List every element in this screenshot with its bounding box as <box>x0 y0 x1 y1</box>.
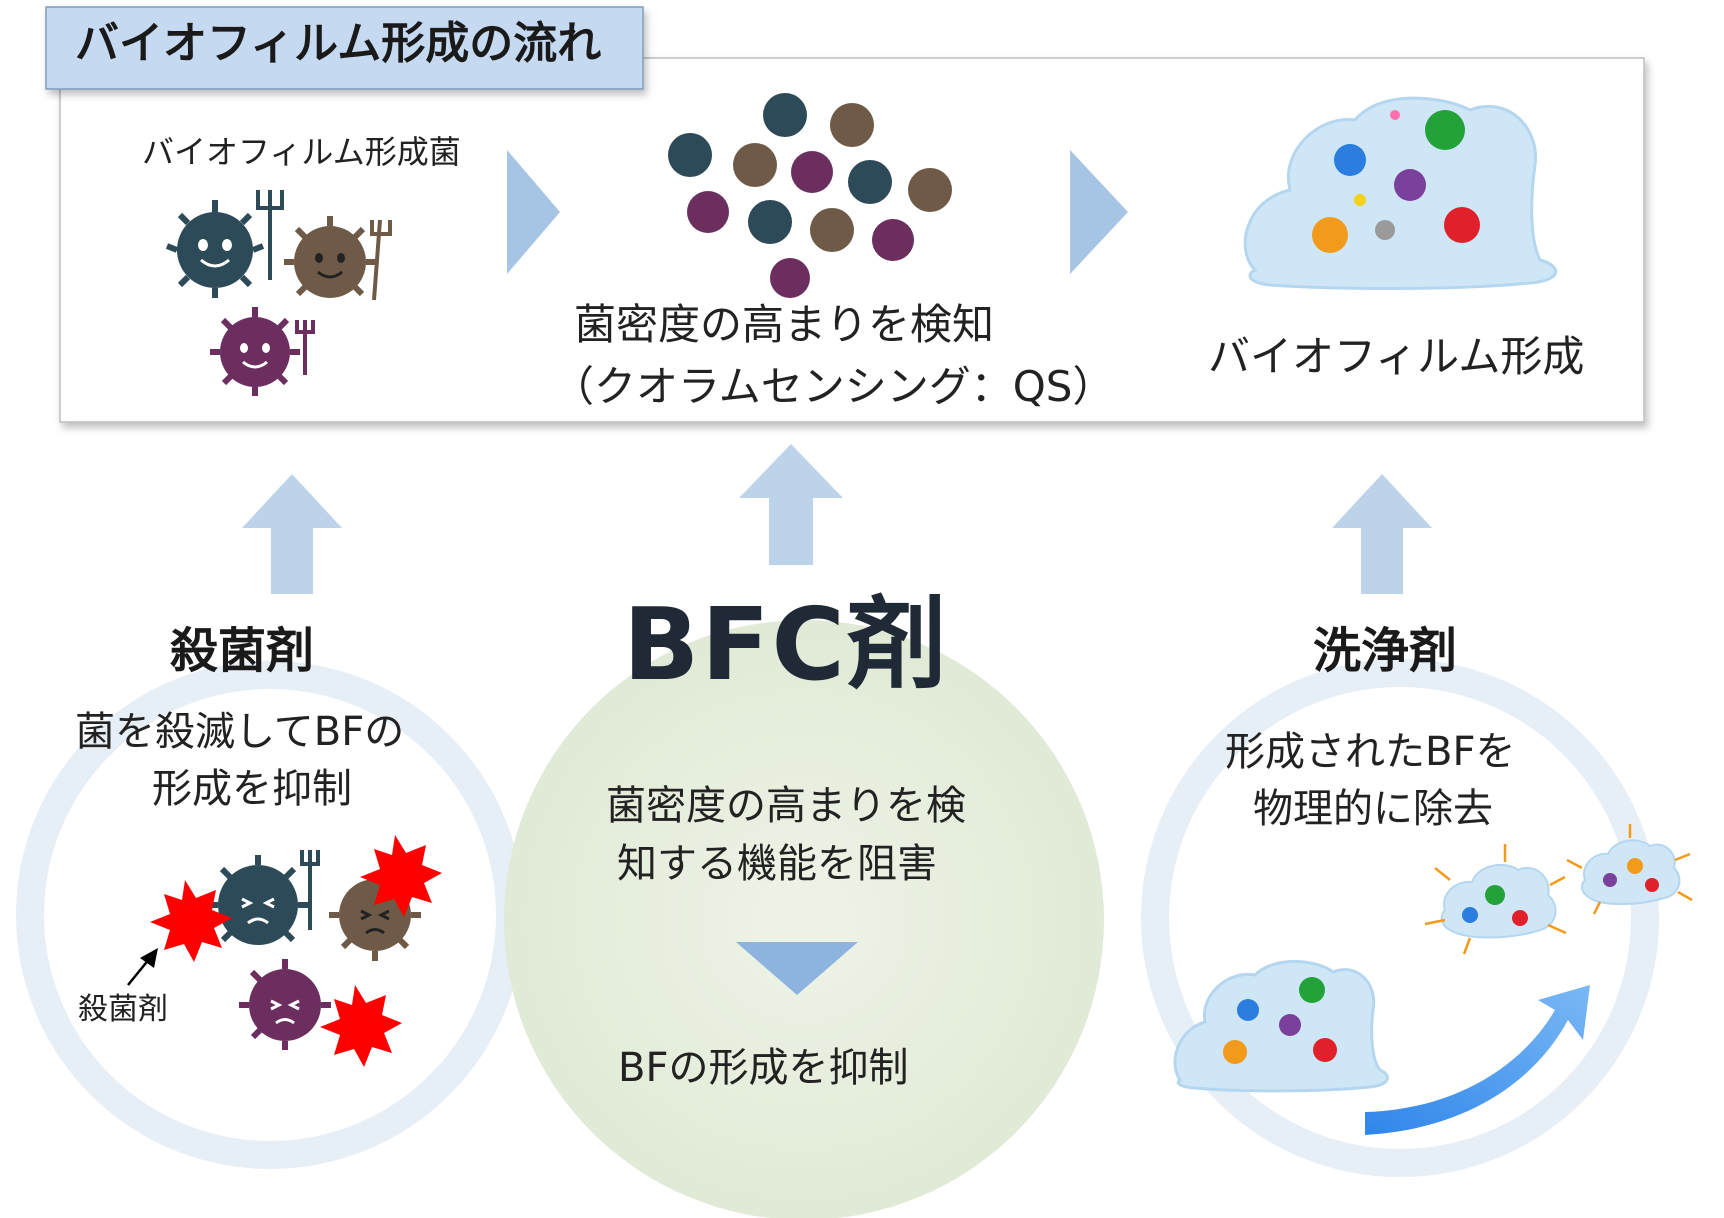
bactericide-desc-line2: 形成を抑制 <box>152 766 352 812</box>
bfc-down-arrow <box>736 942 858 995</box>
diagram-title: バイオフィルム形成の流れ <box>75 18 602 69</box>
bfc-result: BFの形成を抑制 <box>618 1045 909 1091</box>
germ-dark-1 <box>165 200 265 298</box>
germ-purple-1 <box>210 307 300 396</box>
detergent-heading: 洗浄剤 <box>1313 623 1458 679</box>
stage3-label: バイオフィルム形成 <box>1208 332 1585 381</box>
burst-2 <box>360 835 442 917</box>
curved-arrow <box>1365 985 1590 1135</box>
microbe-gray <box>1375 220 1395 240</box>
bfc-circle <box>504 620 1104 1218</box>
germ-brown-1 <box>284 216 376 298</box>
bactericide-heading: 殺菌剤 <box>170 623 315 679</box>
trident-1 <box>256 190 284 280</box>
germ-purple-sad <box>239 959 331 1050</box>
trident-3 <box>295 320 315 375</box>
microbe-pink <box>1390 110 1400 120</box>
burst-1 <box>150 880 232 962</box>
microbe-red <box>1444 207 1480 243</box>
microbe-orange <box>1312 217 1348 253</box>
flow-arrow-2 <box>1070 150 1128 274</box>
trident-2 <box>370 219 392 301</box>
bactericide-desc-line1: 菌を殺滅してBFの <box>75 709 405 755</box>
microbe-blue <box>1334 144 1366 176</box>
burst-3 <box>320 985 402 1067</box>
bfc-heading: BFC剤 <box>623 586 949 703</box>
microbe-purple <box>1394 169 1426 201</box>
up-arrow-right <box>1332 474 1432 594</box>
title-tab <box>45 6 644 90</box>
bfc-desc-line1: 菌密度の高まりを検 <box>606 783 966 829</box>
detergent-desc-line1: 形成されたBFを <box>1225 729 1516 775</box>
detergent-ring <box>1141 659 1659 1177</box>
bfc-desc-line2: 知する機能を阻害 <box>617 841 937 887</box>
up-arrow-center <box>739 444 843 565</box>
microbe-yellow <box>1354 194 1366 206</box>
stage2-label-line1: 菌密度の高まりを検知 <box>574 300 995 349</box>
germ-dark-sad <box>208 855 308 945</box>
pointer-arrowhead <box>140 948 158 968</box>
trident-sad <box>300 850 320 930</box>
stage1-label: バイオフィルム形成菌 <box>142 133 461 171</box>
microbe-green <box>1425 110 1465 150</box>
bactericide-pointer-label: 殺菌剤 <box>78 992 168 1027</box>
detergent-desc-line2: 物理的に除去 <box>1253 786 1493 832</box>
flow-arrow-1 <box>507 150 560 274</box>
germ-cluster <box>668 93 952 298</box>
up-arrow-left <box>242 474 342 594</box>
stage2-label-line2: （クオラムセンシング：QS） <box>552 362 1115 411</box>
